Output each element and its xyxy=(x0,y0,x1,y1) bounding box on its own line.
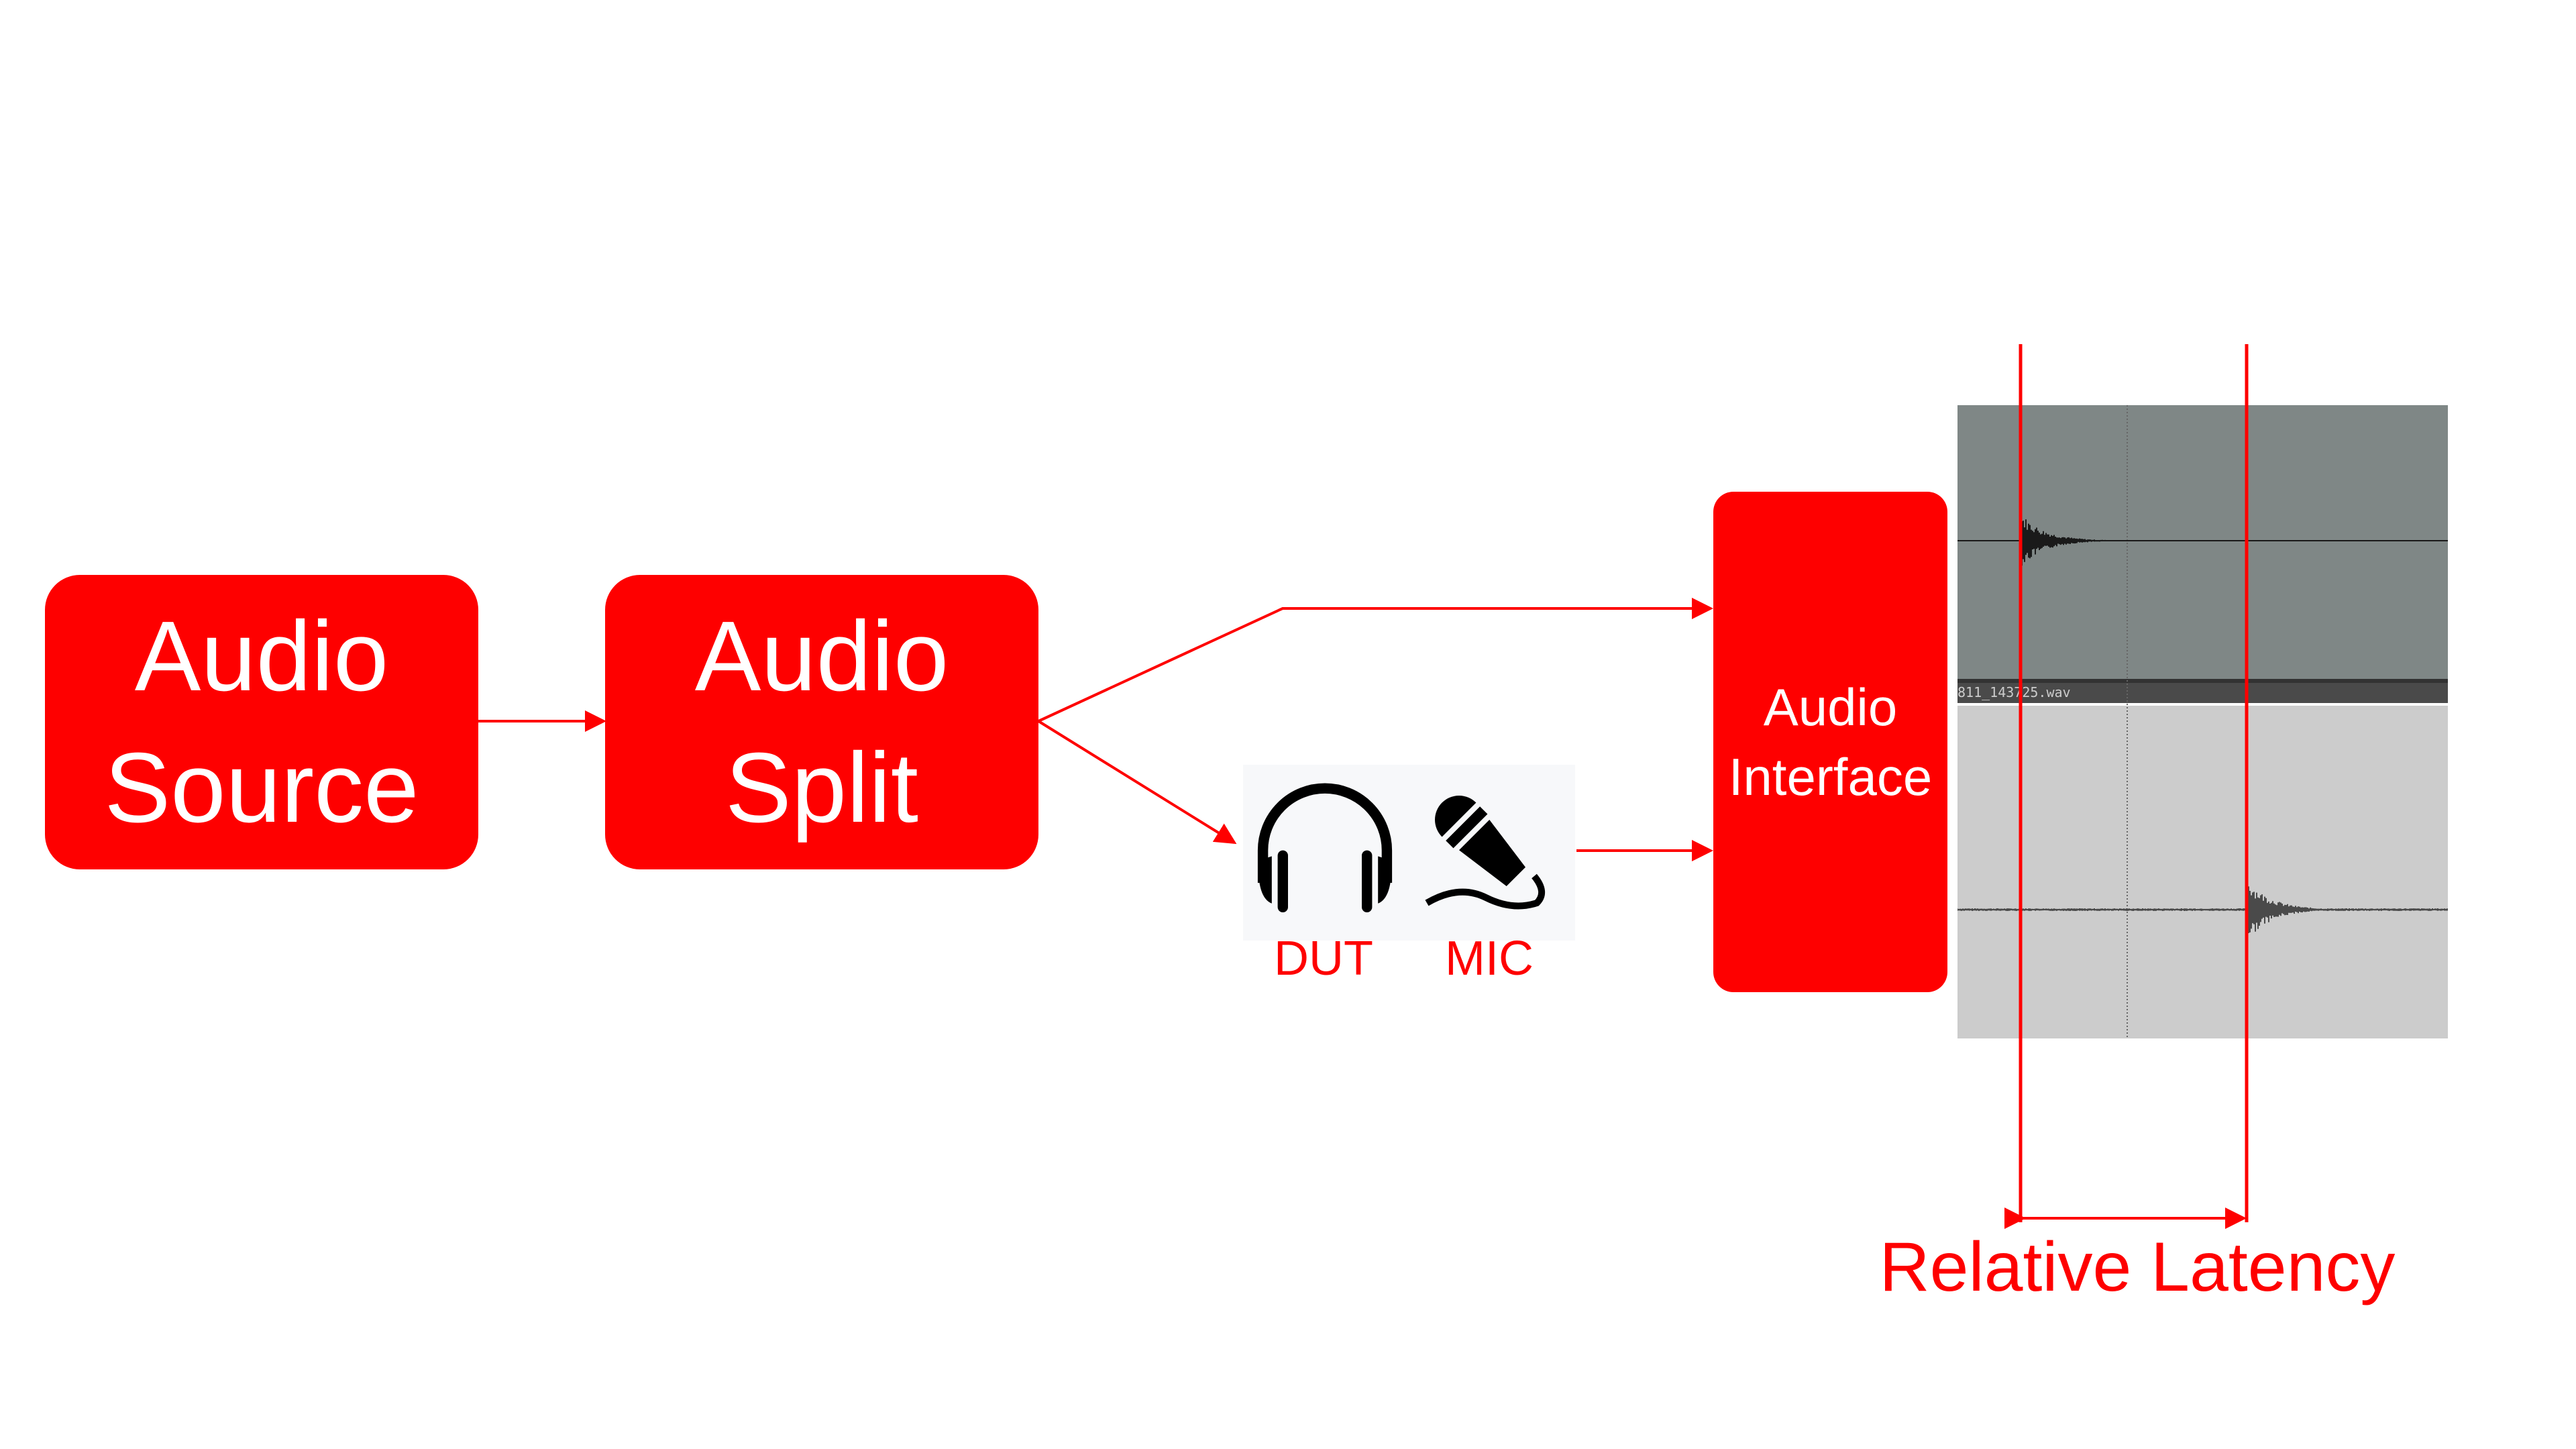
dut-label: DUT xyxy=(1274,932,1373,985)
track-filename-bar: 811_143725.wav xyxy=(1957,679,2448,703)
mic-track xyxy=(1957,706,2448,1038)
audio-interface-line2: Interface xyxy=(1728,747,1933,806)
audio-source-line1: Audio xyxy=(134,600,389,712)
microphone-icon xyxy=(1425,796,1545,910)
device-panel xyxy=(1243,765,1575,941)
waveform-view: 811_143725.wav xyxy=(1957,405,2448,1038)
relative-latency-label: Relative Latency xyxy=(1879,1228,2396,1306)
arrow-split-to-interface xyxy=(1038,598,1713,722)
audio-interface-line1: Audio xyxy=(1763,678,1898,737)
track-filename: 811_143725.wav xyxy=(1957,684,2071,700)
headphones-icon xyxy=(1257,783,1393,912)
audio-split-line1: Audio xyxy=(694,600,949,712)
audio-split-line2: Split xyxy=(725,732,918,843)
arrow-split-to-dut xyxy=(1037,720,1237,845)
audio-source-line2: Source xyxy=(104,732,419,843)
waveform-traces xyxy=(1957,405,2448,1038)
mic-label: MIC xyxy=(1445,932,1534,985)
